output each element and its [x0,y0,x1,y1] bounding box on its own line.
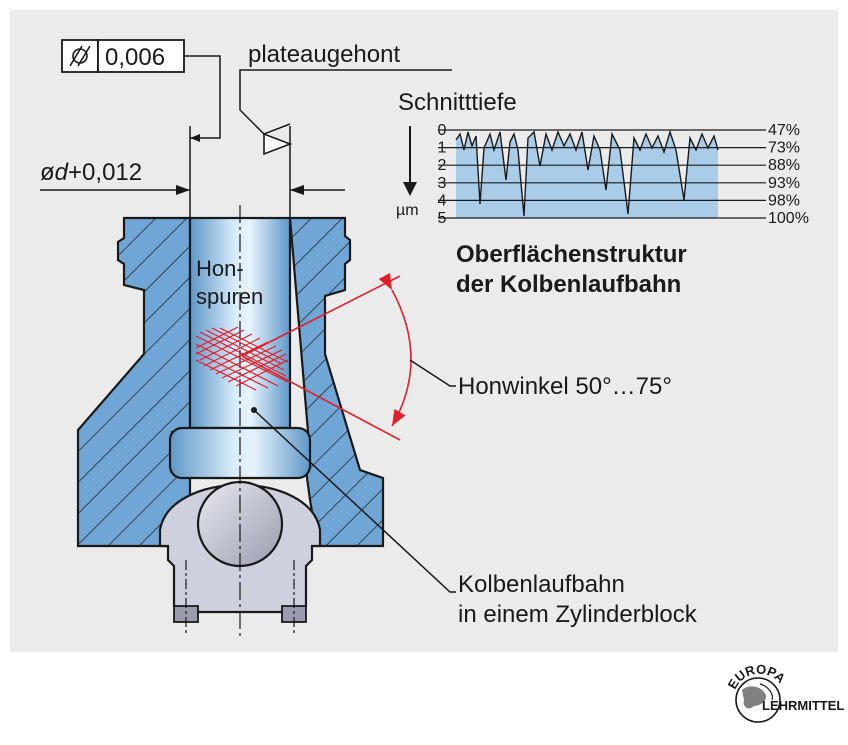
depth-tick-label: 2 [438,157,447,174]
percent-tick-label: 100% [768,210,809,227]
tolerance-frame: 0,006 [61,39,185,73]
profile-outline [455,129,719,217]
diameter-variable: d [55,159,69,186]
profile-fill [456,132,718,218]
diameter-arrow-right [290,185,304,195]
profile-unit: µm [396,202,419,219]
profile-caption-line1: Oberflächenstruktur [456,241,687,268]
tolerance-leader-arrow [190,134,200,142]
profile-title: Schnitttiefe [398,89,517,116]
tolerance-value: 0,006 [105,44,165,71]
bore-caption-line2: in einem Zylinderblock [458,601,698,628]
bore-caption-dot [251,407,257,413]
profile-caption-line2: der Kolbenlaufbahn [456,271,681,298]
hone-angle-leader [409,359,456,387]
hone-angle-indicator [241,272,412,441]
depth-tick-label: 1 [438,140,447,157]
bore-label-line2: spuren [196,284,263,309]
honing-crosshatch [195,326,289,391]
bore-caption-leader [253,409,456,593]
percent-tick-label: 98% [768,192,800,209]
diameter-arrow-left [176,185,190,195]
surface-finish-symbol [239,69,452,135]
depth-tick-label: 0 [438,122,447,139]
logo-text-bottom: LEHRMITTEL [762,698,844,713]
bore-label-line1: Hon- [196,256,244,281]
cylindricity-symbol-icon [69,45,91,67]
percent-tick-label: 47% [768,122,800,139]
tolerance-leader [184,55,221,139]
percent-tick-label: 93% [768,175,800,192]
diameter-suffix: +0,012 [68,159,142,186]
percent-tick-label: 88% [768,157,800,174]
surface-finish-label: plateaugehont [248,41,400,68]
depth-tick-label: 5 [438,210,447,227]
depth-tick-label: 4 [438,192,447,209]
diameter-prefix: ø [40,159,55,186]
depth-tick-label: 3 [438,175,447,192]
europa-lehrmittel-logo: EUROPA LEHRMITTEL [725,662,844,723]
roughness-profile: 0 47% 1 73% 2 88% 3 93% 4 98% 5 100% [438,122,809,227]
bore-caption-line1: Kolbenlaufbahn [458,571,625,598]
hone-angle-label: Honwinkel 50°…75° [458,373,672,400]
surface-finish-triangle [263,132,293,156]
diameter-label: ød+0,012 [40,159,142,186]
percent-tick-label: 73% [768,140,800,157]
depth-arrow-icon [403,126,417,196]
